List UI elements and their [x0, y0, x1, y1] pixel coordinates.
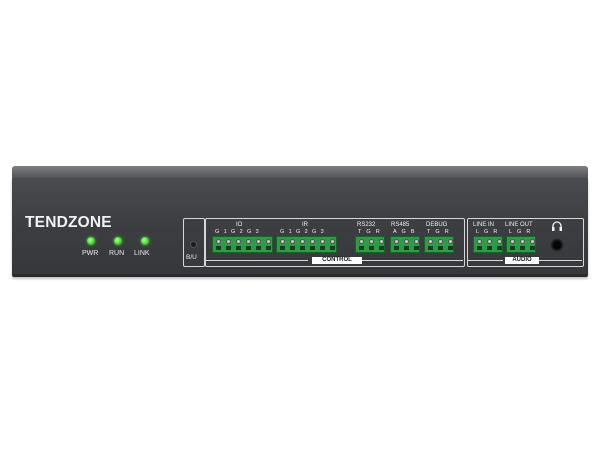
- line-in-pins: L G R: [476, 229, 500, 235]
- run-label: RUN: [109, 250, 125, 257]
- link-label: LINK: [134, 250, 150, 257]
- audio-panel-frame: [467, 218, 584, 267]
- terminal-hole: [246, 246, 252, 250]
- debug-terminal-block[interactable]: [424, 236, 454, 253]
- ir-label: IR: [302, 222, 308, 228]
- terminal-hole: [509, 246, 515, 250]
- bu-indicator[interactable]: [190, 241, 197, 248]
- ir-terminal-block[interactable]: [276, 236, 337, 253]
- line-out-terminal-block[interactable]: [506, 236, 536, 253]
- terminal-screw: [299, 239, 305, 244]
- terminal-screw: [519, 239, 525, 244]
- control-bar-right: [362, 260, 463, 261]
- headphone-icon: [552, 221, 562, 231]
- terminal-hole: [427, 246, 433, 250]
- control-bar-left: [205, 260, 308, 261]
- terminal-hole: [378, 246, 384, 250]
- terminal-hole: [368, 246, 374, 250]
- terminal-hole: [215, 246, 221, 250]
- audio-bar-right: [539, 260, 582, 261]
- chassis-top: [12, 166, 588, 180]
- terminal-hole: [476, 246, 482, 250]
- terminal-screw: [215, 239, 221, 244]
- line-out-pins: L G R: [509, 229, 533, 235]
- device-front-panel: TENDZONE PWR RUN LINK B/U IO IR RS232 RS…: [12, 166, 588, 277]
- headphone-jack[interactable]: [550, 238, 564, 252]
- terminal-screw: [256, 239, 262, 244]
- line-in-terminal-block[interactable]: [473, 236, 503, 253]
- terminal-screw: [266, 239, 272, 244]
- chassis-face: TENDZONE PWR RUN LINK B/U IO IR RS232 RS…: [12, 178, 588, 277]
- terminal-hole: [486, 246, 492, 250]
- rs232-terminal-block[interactable]: [355, 236, 385, 253]
- terminal-hole: [320, 246, 326, 250]
- debug-pins: T G R: [427, 229, 451, 235]
- terminal-screw: [393, 239, 399, 244]
- terminal-screw: [437, 239, 443, 244]
- line-in-label: LINE IN: [473, 222, 495, 228]
- terminal-screw: [496, 239, 502, 244]
- terminal-screw: [378, 239, 384, 244]
- io-label: IO: [236, 222, 243, 228]
- terminal-hole: [310, 246, 316, 250]
- rs485-terminal-block[interactable]: [390, 236, 420, 253]
- terminal-screw: [320, 239, 326, 244]
- terminal-hole: [529, 246, 535, 250]
- line-out-label: LINE OUT: [505, 222, 533, 228]
- terminal-hole: [413, 246, 419, 250]
- terminal-hole: [358, 246, 364, 250]
- terminal-screw: [246, 239, 252, 244]
- control-label: CONTROL: [312, 257, 362, 264]
- control-panel-frame: [205, 218, 465, 267]
- terminal-screw: [403, 239, 409, 244]
- terminal-screw: [279, 239, 285, 244]
- audio-bar-left: [467, 260, 503, 261]
- rs232-pins: T G R: [358, 229, 382, 235]
- terminal-screw: [368, 239, 374, 244]
- brand-logo: TENDZONE: [25, 214, 112, 231]
- terminal-hole: [256, 246, 262, 250]
- link-led: [141, 237, 149, 245]
- io-terminal-block[interactable]: [212, 236, 273, 253]
- terminal-hole: [299, 246, 305, 250]
- rs485-label: RS485: [391, 222, 410, 228]
- pwr-label: PWR: [82, 250, 99, 257]
- terminal-screw: [310, 239, 316, 244]
- audio-label: AUDIO: [505, 257, 539, 264]
- terminal-screw: [529, 239, 535, 244]
- terminal-hole: [447, 246, 453, 250]
- terminal-screw: [330, 239, 336, 244]
- terminal-screw: [486, 239, 492, 244]
- pwr-led: [87, 237, 95, 245]
- bu-frame: [183, 218, 205, 267]
- terminal-screw: [447, 239, 453, 244]
- terminal-screw: [413, 239, 419, 244]
- rs232-label: RS232: [357, 222, 376, 228]
- terminal-hole: [403, 246, 409, 250]
- terminal-screw: [476, 239, 482, 244]
- chassis-bottom: [13, 274, 587, 277]
- ir-pins: G 1 G 2 G 3: [280, 229, 326, 235]
- terminal-hole: [393, 246, 399, 250]
- run-led: [114, 237, 122, 245]
- rs485-pins: A G B: [393, 229, 417, 235]
- terminal-hole: [289, 246, 295, 250]
- bu-label: B/U: [186, 254, 197, 261]
- debug-label: DEBUG: [426, 222, 448, 228]
- terminal-hole: [225, 246, 231, 250]
- terminal-screw: [358, 239, 364, 244]
- terminal-hole: [235, 246, 241, 250]
- terminal-hole: [519, 246, 525, 250]
- terminal-hole: [496, 246, 502, 250]
- terminal-hole: [330, 246, 336, 250]
- terminal-screw: [225, 239, 231, 244]
- io-pins: G 1 G 2 G 3: [215, 229, 261, 235]
- terminal-screw: [509, 239, 515, 244]
- terminal-screw: [427, 239, 433, 244]
- terminal-hole: [279, 246, 285, 250]
- terminal-screw: [289, 239, 295, 244]
- terminal-hole: [437, 246, 443, 250]
- terminal-screw: [235, 239, 241, 244]
- terminal-hole: [266, 246, 272, 250]
